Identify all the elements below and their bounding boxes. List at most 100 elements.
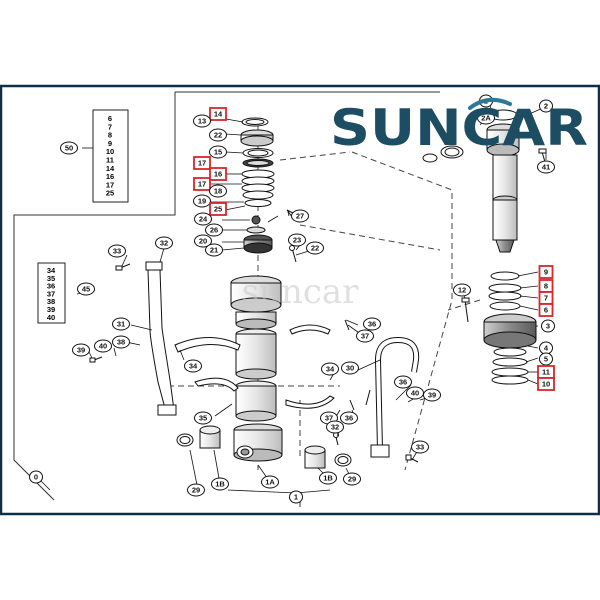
callout-label: 38 [117,338,125,347]
brand-logo: SUNCAR [330,97,588,157]
callout-label: 3 [546,322,550,331]
callout-c22b: 22 [306,241,324,255]
callout-c32: 32 [155,236,173,250]
callout-label: 21 [210,246,218,255]
callout-label: 17 [198,180,206,189]
callout-label: 2A [481,114,491,123]
callout-c40: 40 [94,339,112,353]
kit-list-top-item: 25 [106,189,114,198]
callout-c39: 39 [72,343,90,357]
callout-c36c: 36 [394,375,412,389]
callout-c25: 25 [209,202,227,216]
callout-c15: 15 [209,145,227,159]
kit-list-left-item: 35 [47,274,55,283]
callout-c26: 26 [205,223,223,237]
callout-label: 26 [210,226,218,235]
callout-label: 5 [544,355,548,364]
callout-label: 1B [215,480,225,489]
kit-list-left-item: 37 [47,289,55,298]
callout-c23: 23 [288,233,306,247]
callout-c35: 35 [194,411,212,425]
callout-label: 27 [296,212,304,221]
callout-label: 34 [326,365,335,374]
kit-list-top-item: 8 [108,131,112,140]
right-assembly [422,109,537,385]
kit-list-top-item: 11 [106,156,114,165]
callout-c21: 21 [205,243,223,257]
callout-c19: 19 [193,194,211,208]
callout-label: 17 [198,159,206,168]
callout-c50: 50 [60,141,78,155]
callout-c7: 7 [538,291,554,305]
callout-c18: 18 [209,184,227,198]
callout-c11: 11 [537,365,555,379]
callout-c0: 0 [29,470,43,484]
callout-label: 18 [214,187,222,196]
callout-c2b: 2 [539,99,553,113]
callout-label: 36 [345,414,353,423]
seal-stack [240,117,275,254]
callout-c20: 20 [194,234,212,248]
callout-label: 23 [293,236,301,245]
callout-label: 33 [113,247,121,256]
kit-list-top-item: 17 [106,180,114,189]
callout-c22: 22 [209,128,227,142]
callout-label: 1A [265,478,275,487]
center-body [230,275,283,462]
callout-c30: 30 [341,361,359,375]
callout-label: 32 [160,239,168,248]
callout-label: 40 [99,342,107,351]
lower-rings [176,425,352,469]
callout-c40b: 40 [406,386,424,400]
callout-label: 31 [117,320,125,329]
callout-label: 1 [294,493,298,502]
callout-c17a: 17 [193,156,211,170]
callout-label: 15 [214,148,222,157]
callout-label: 29 [192,486,200,495]
callout-c16: 16 [209,167,227,181]
callout-c6: 6 [538,303,554,317]
callout-c33b: 33 [411,440,429,454]
callout-label: 22 [214,131,222,140]
callout-c14: 14 [209,107,227,121]
callout-c10: 10 [537,377,555,391]
callout-c36: 36 [363,317,381,331]
kit-list-top-item: 14 [106,164,115,173]
callout-label: 30 [346,364,354,373]
callout-label: 41 [542,163,550,172]
watermark: suncar [242,272,360,312]
callout-label: 22 [311,244,319,253]
kit-list-top-item: 9 [108,139,112,148]
callout-label: 7 [544,294,548,303]
callout-label: 39 [428,391,436,400]
callout-c24: 24 [194,212,212,226]
callout-label: 6 [544,306,548,315]
callout-label: 36 [399,378,407,387]
callout-label: 40 [411,389,419,398]
callout-label: 36 [368,320,376,329]
callout-c17b: 17 [193,177,211,191]
callout-label: 0 [34,473,38,482]
callout-label: 37 [325,414,333,423]
callout-c41: 41 [537,160,555,174]
callout-label: 2 [544,102,548,111]
callout-label: 14 [214,110,223,119]
pipe-left [145,261,177,416]
callout-c31: 31 [112,317,130,331]
callout-c9: 9 [538,265,554,279]
callout-c29b: 29 [343,472,361,486]
brackets [174,324,335,409]
callout-c1: 1 [289,490,303,504]
kit-list-top-item: 7 [108,122,112,131]
callout-label: 35 [199,414,207,423]
callout-label: 45 [82,285,90,294]
brand-logo-text: SUNCAR [330,99,588,157]
callout-label: 32 [331,423,339,432]
callout-c29a: 29 [187,483,205,497]
kit-list-left-item: 34 [47,266,56,275]
part-callouts: 1413221715171618192524262720212322333245… [29,94,555,504]
callout-c1a: 1A [261,475,279,489]
